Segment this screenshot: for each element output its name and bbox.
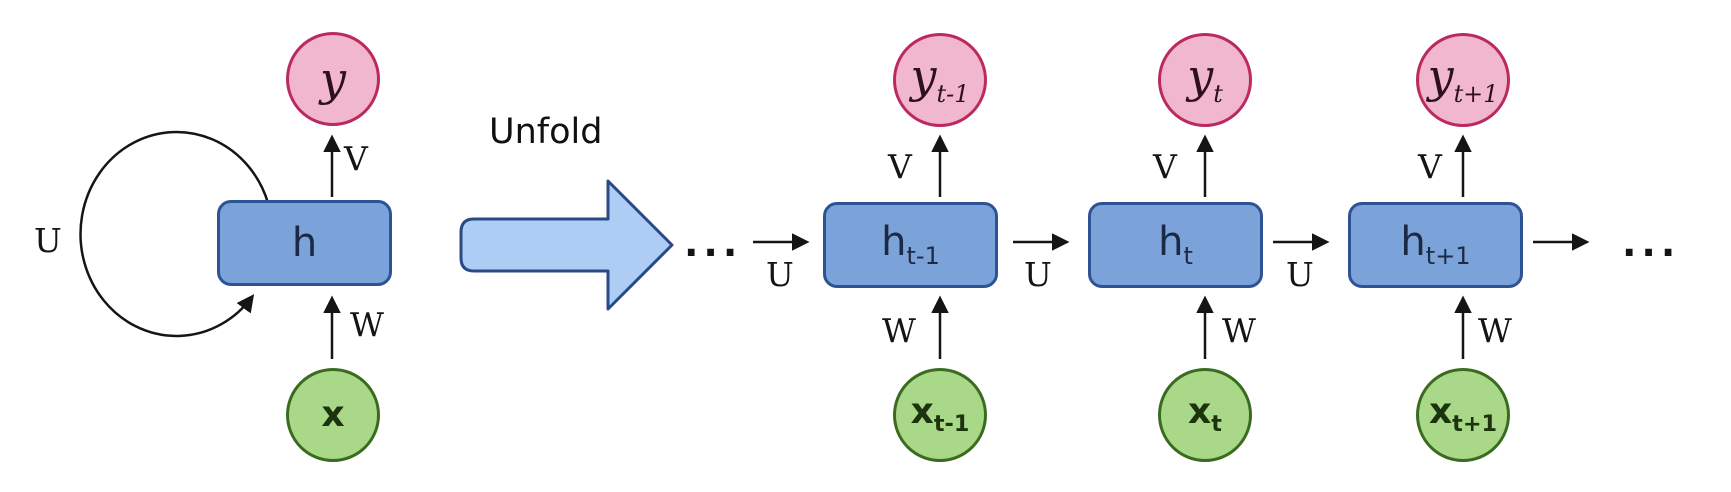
cell1-hidden-label: ht [1158,219,1193,270]
cell0-u-label: U [766,255,794,294]
cell2-hidden-label: ht+1 [1400,219,1471,270]
cell1-output-node: yt [1158,33,1252,127]
folded-u-label: U [34,221,62,260]
cell0-input-label: xt-1 [910,391,970,438]
folded-hidden-block: h [217,200,392,286]
cell1-w-label: W [1222,311,1256,350]
cell2-u-label: U [1286,255,1314,294]
cell2-input-node: xt+1 [1416,368,1510,462]
cell0-output-node: yt-1 [893,33,987,127]
folded-v-label: V [344,139,368,178]
unfold-big-arrow [459,179,674,311]
cell0-v-label: V [888,147,912,186]
cell1-v-label: V [1153,147,1177,186]
cell1-input-node: xt [1158,368,1252,462]
ellipsis-right: ... [1622,221,1681,265]
cell2-output-node: yt+1 [1416,33,1510,127]
folded-output-node: y [286,32,380,126]
folded-input-node: x [286,368,380,462]
folded-w-label: W [350,305,384,344]
folded-output-label: y [320,52,346,106]
cell1-input-label: xt [1188,391,1222,438]
cell0-hidden-label: ht-1 [881,219,940,270]
cell1-output-label: yt [1187,48,1223,109]
cell0-output-label: yt-1 [910,48,970,109]
ellipsis-left: ... [684,221,743,265]
cell1-hidden-block: ht [1088,202,1263,288]
cell0-hidden-block: ht-1 [823,202,998,288]
cell0-w-label: W [882,311,916,350]
folded-input-label: x [321,394,345,435]
folded-hidden-label: h [291,220,318,266]
cell2-input-label: xt+1 [1428,391,1498,438]
cell1-u-label: U [1024,255,1052,294]
cell0-input-node: xt-1 [893,368,987,462]
cell2-hidden-block: ht+1 [1348,202,1523,288]
cell2-output-label: yt+1 [1427,48,1499,109]
cell2-w-label: W [1478,311,1512,350]
unfold-label: Unfold [489,112,603,152]
recurrent-loop-arc [79,130,270,338]
cell2-v-label: V [1418,147,1442,186]
